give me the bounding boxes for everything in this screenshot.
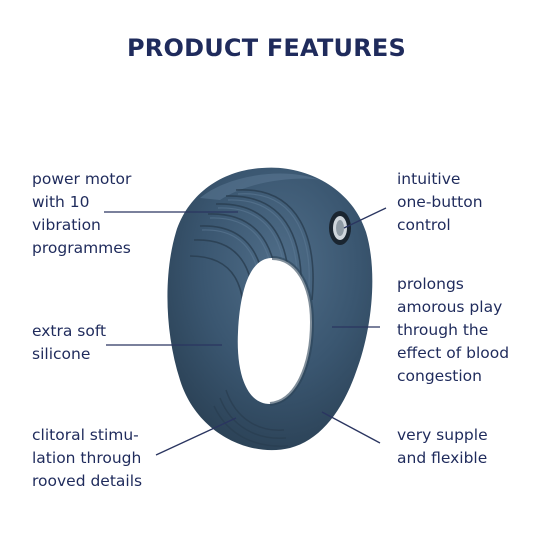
leader-lines xyxy=(104,207,387,456)
feature-label-motor: power motor with 10 vibration programmes xyxy=(32,170,132,257)
feature-label-silicone: extra soft silicone xyxy=(32,322,107,363)
feature-label-button: intuitive one-button control xyxy=(397,170,483,234)
leader-line-supple xyxy=(321,411,381,444)
leader-line-stimulation xyxy=(155,417,237,456)
ring-hole-inner-edge xyxy=(269,256,315,406)
feature-label-prolongs: prolongs amorous play through the effect… xyxy=(397,275,510,385)
feature-label-supple: very supple and flexible xyxy=(397,426,488,467)
ring-top-rim xyxy=(200,173,320,200)
power-button-icon xyxy=(329,211,351,245)
ring-hole xyxy=(237,258,312,404)
page-title: PRODUCT FEATURES xyxy=(127,34,406,62)
leader-line-button xyxy=(343,207,387,229)
feature-label-stimulation: clitoral stimu- lation through rooved de… xyxy=(32,426,143,490)
ring-bottom-ridges xyxy=(213,389,289,447)
